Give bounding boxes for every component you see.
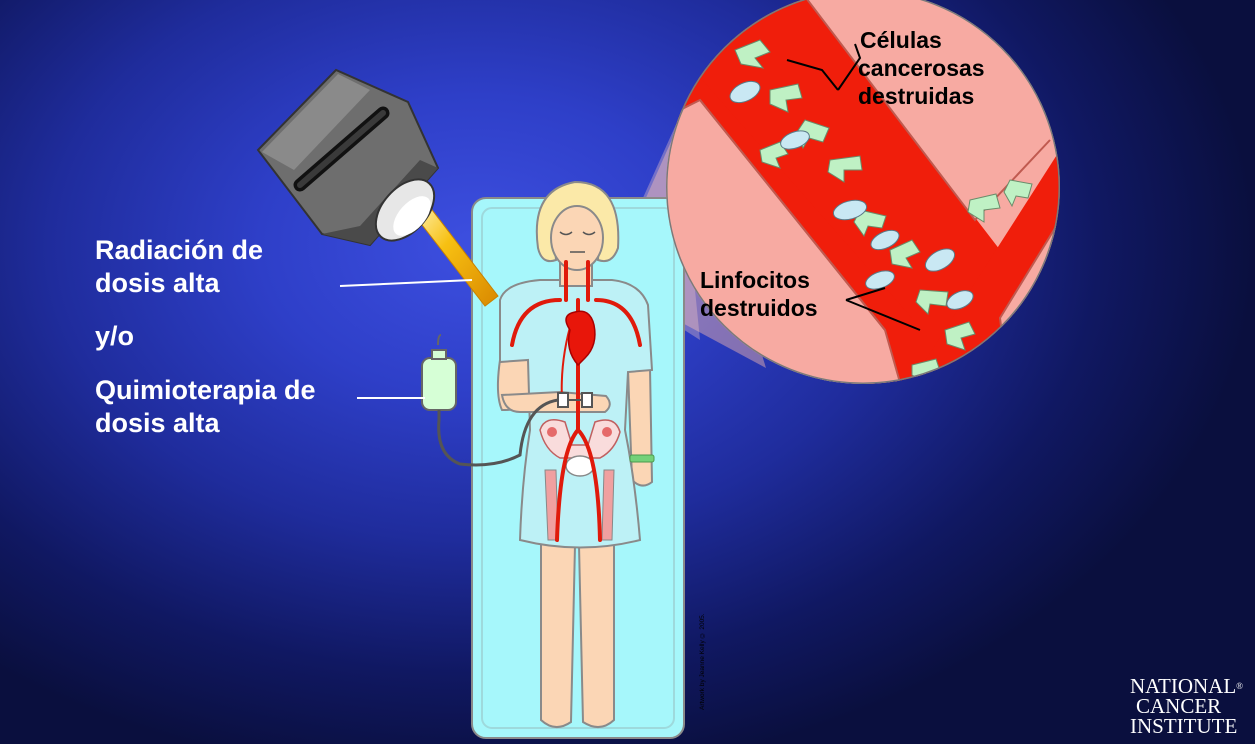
radiation-label: Radiación de dosis alta bbox=[95, 234, 263, 300]
cancer-cells-label: Células cancerosas destruidas bbox=[858, 26, 985, 110]
cancer-cells-line1: Células bbox=[858, 26, 985, 54]
chemo-label-line2: dosis alta bbox=[95, 407, 316, 440]
and-or-label: y/o bbox=[95, 320, 134, 353]
chemo-label: Quimioterapia de dosis alta bbox=[95, 374, 316, 440]
radiation-machine bbox=[258, 70, 445, 251]
radiation-label-line2: dosis alta bbox=[95, 267, 263, 300]
nci-logo-mark: ® bbox=[1236, 681, 1243, 691]
patient-face bbox=[551, 206, 603, 270]
cancer-cells-line3: destruidas bbox=[858, 82, 985, 110]
cancer-cells-line2: cancerosas bbox=[858, 54, 985, 82]
lymphocytes-label: Linfocitos destruidos bbox=[700, 266, 818, 322]
nci-logo-line3: INSTITUTE bbox=[1130, 716, 1255, 736]
nci-logo: NATIONAL® CANCER INSTITUTE bbox=[1130, 676, 1255, 742]
radiation-pointer-line bbox=[340, 280, 472, 286]
chemo-label-line1: Quimioterapia de bbox=[95, 374, 316, 407]
radiation-label-line1: Radiación de bbox=[95, 234, 263, 267]
wrist-band bbox=[630, 455, 654, 462]
nci-logo-line2: CANCER bbox=[1130, 696, 1255, 716]
lymphocytes-line2: destruidos bbox=[700, 294, 818, 322]
artwork-credit: Artwork by Jeanne Kelly © 2005. bbox=[699, 578, 709, 710]
lymphocytes-line1: Linfocitos bbox=[700, 266, 818, 294]
